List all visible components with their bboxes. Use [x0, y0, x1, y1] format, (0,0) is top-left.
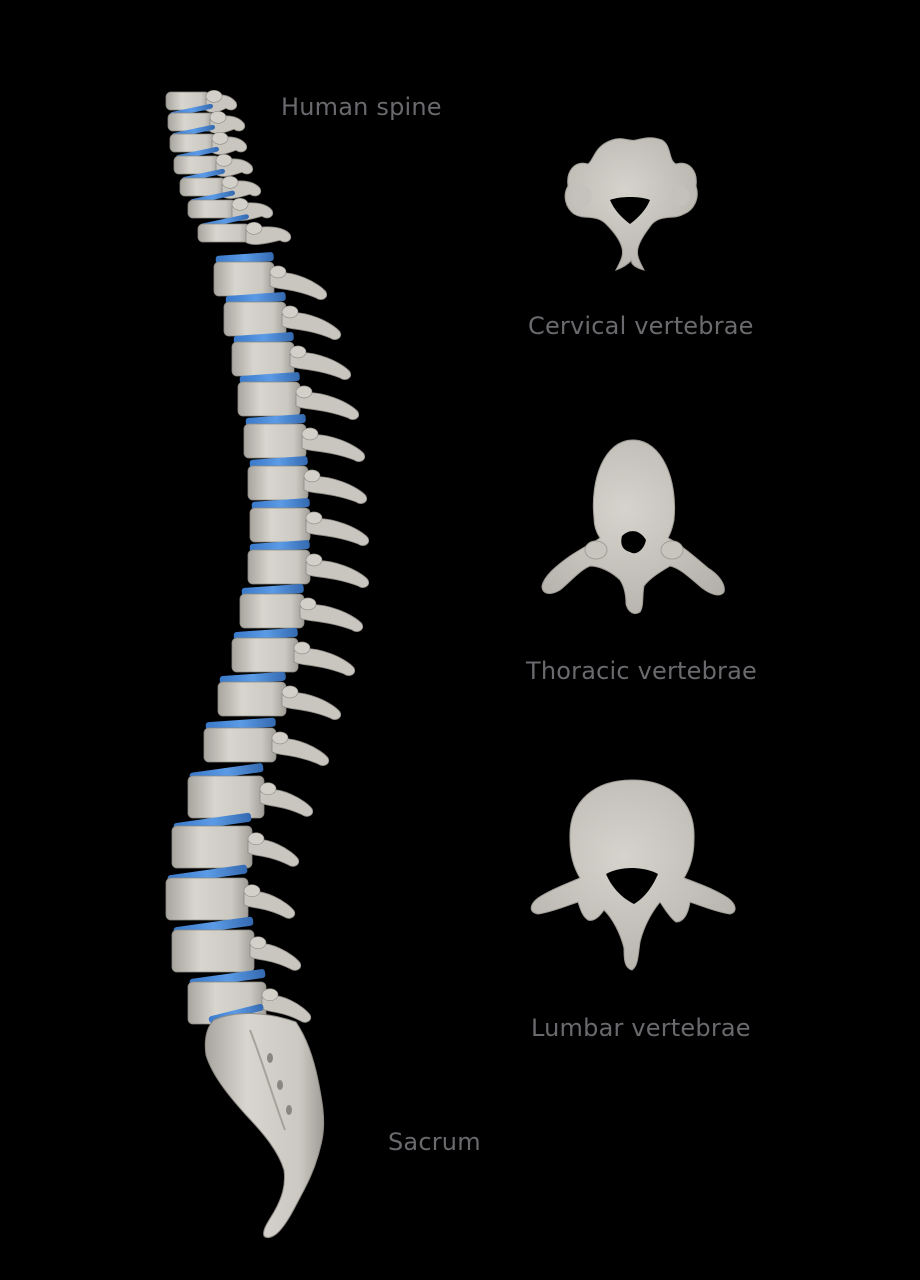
label-human-spine: Human spine	[281, 93, 442, 121]
sacrum-bone	[204, 1013, 325, 1239]
label-lumbar-vertebrae: Lumbar vertebrae	[531, 1014, 751, 1042]
label-sacrum: Sacrum	[388, 1128, 481, 1156]
lumbar-vertebra	[530, 779, 736, 971]
thoracic-vertebra	[541, 439, 725, 615]
label-thoracic-vertebrae: Thoracic vertebrae	[526, 657, 758, 685]
label-cervical-vertebrae: Cervical vertebrae	[528, 312, 754, 340]
spine-column	[165, 90, 370, 1025]
cervical-vertebra	[564, 137, 698, 271]
